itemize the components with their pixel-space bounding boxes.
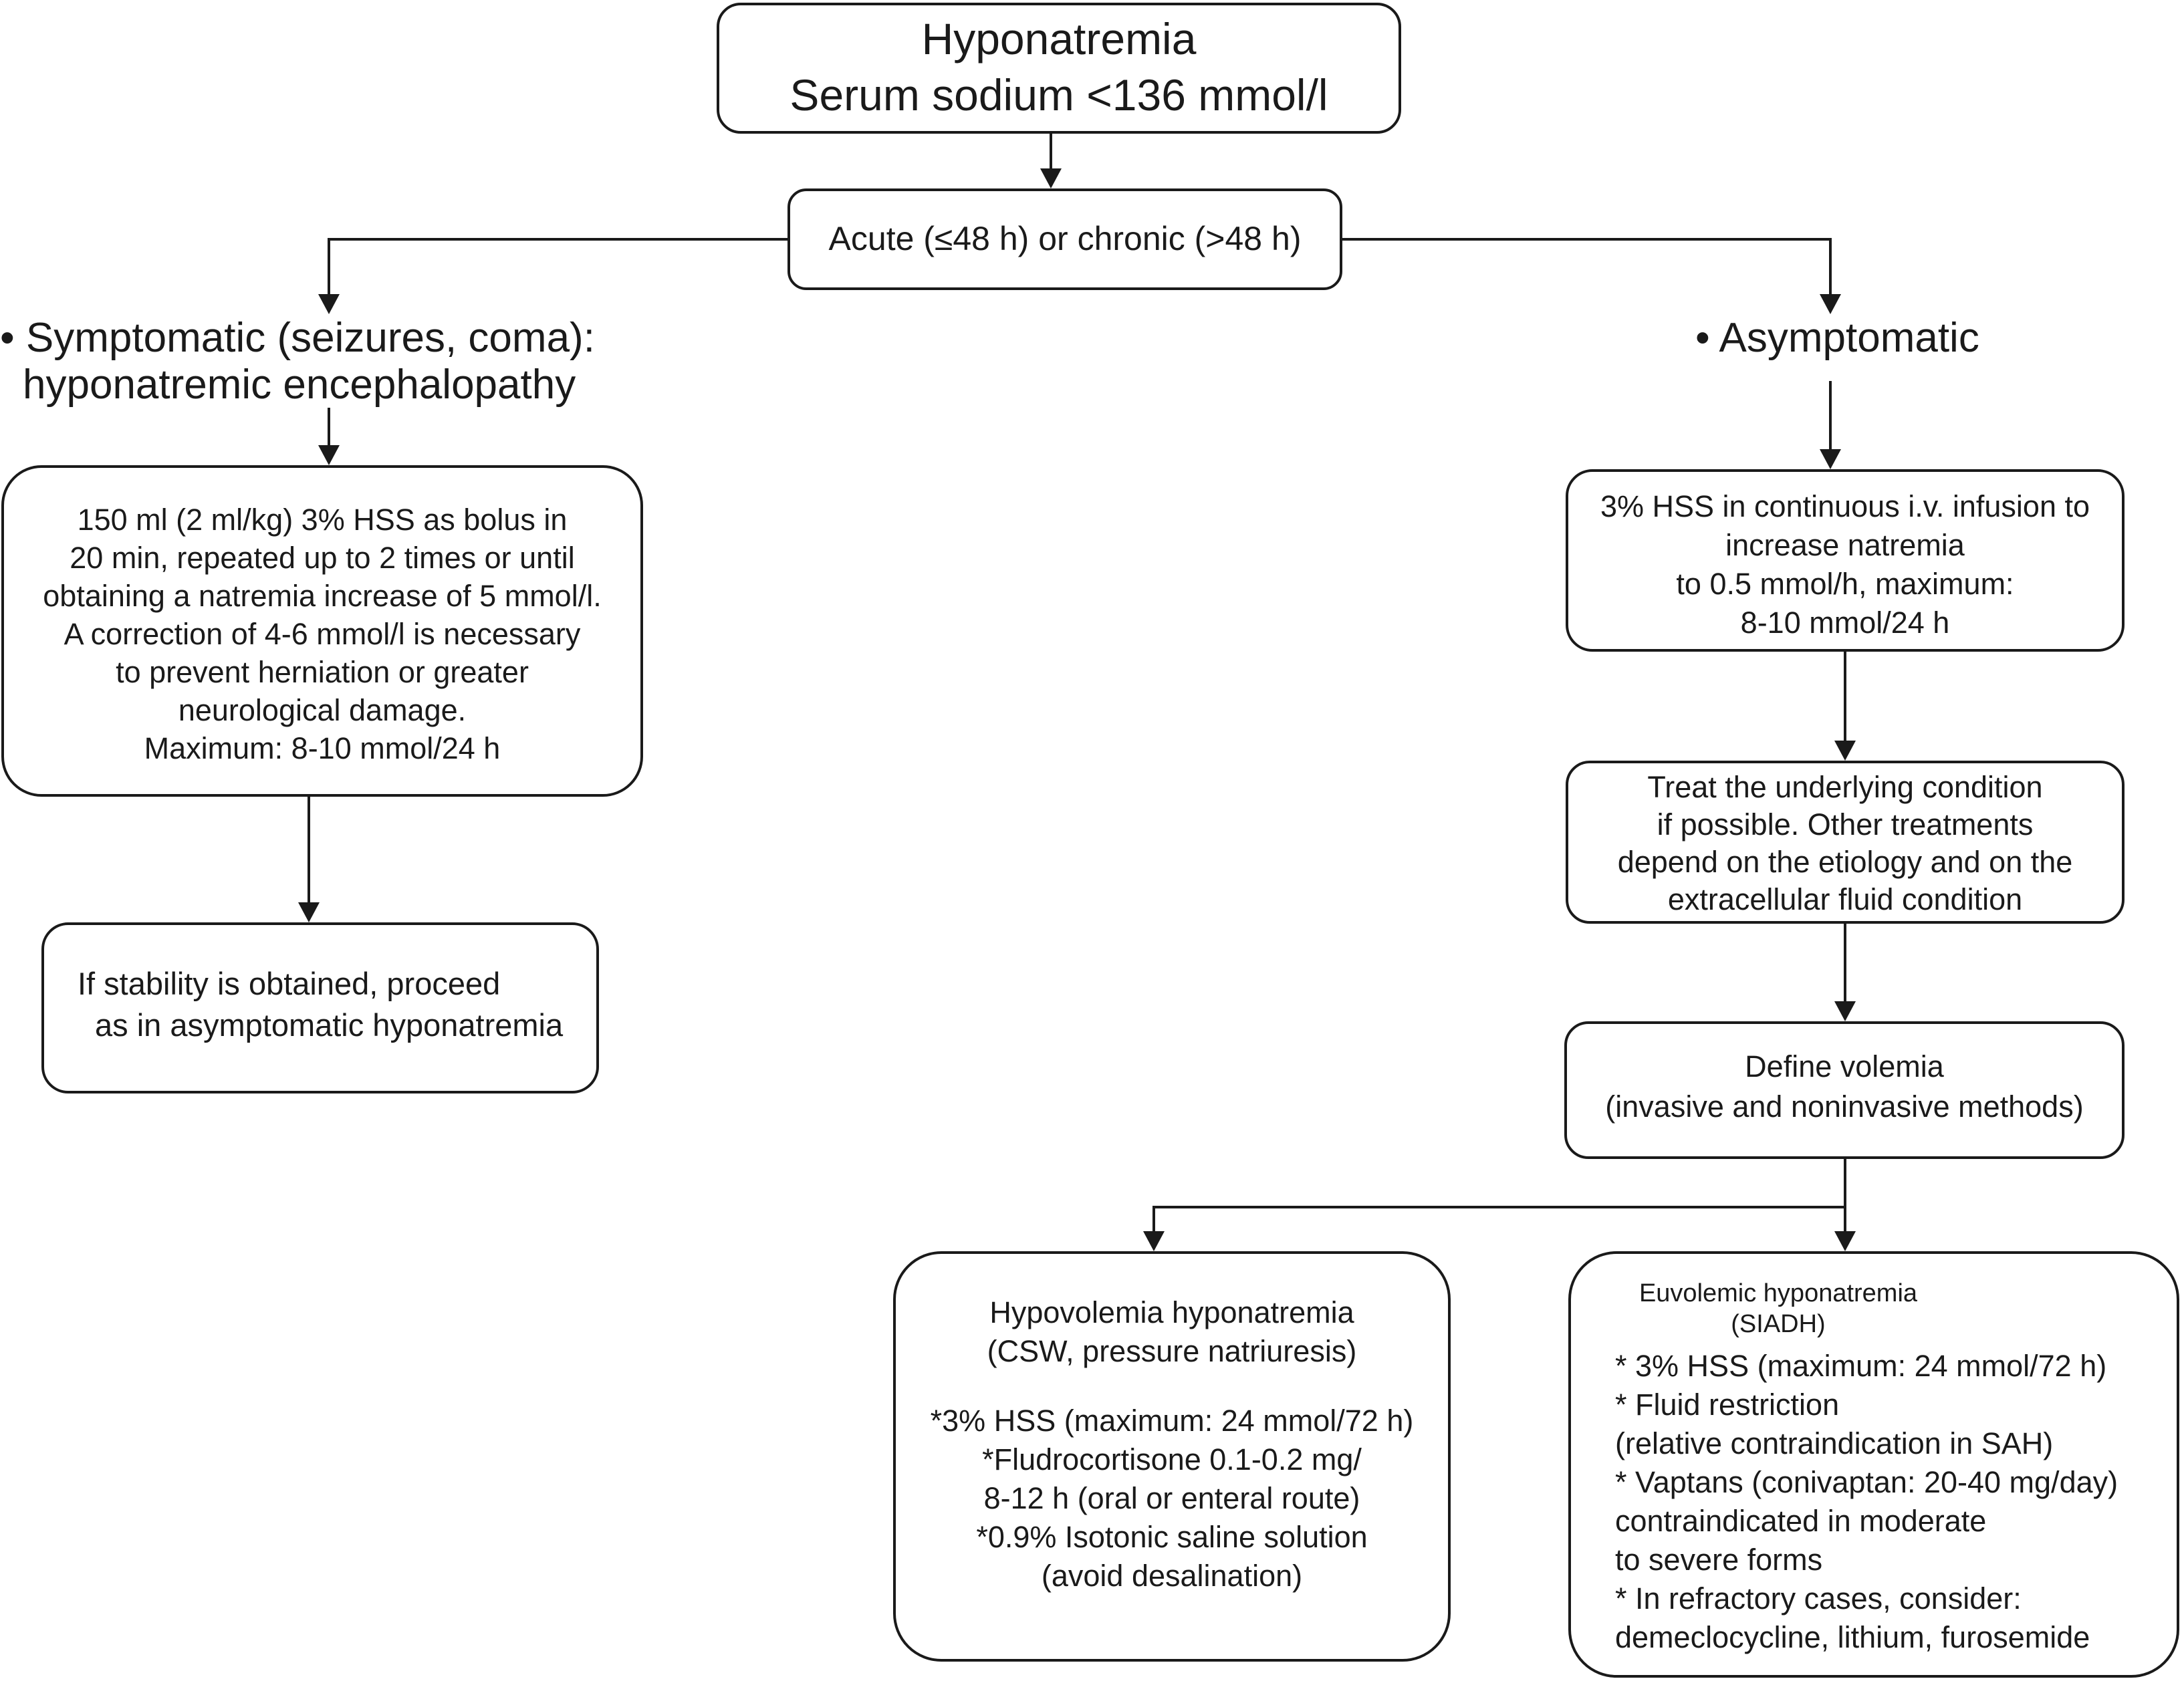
node-bolus-line-3: obtaining a natremia increase of 5 mmol/… bbox=[43, 579, 602, 613]
arrowhead-volemia bbox=[1834, 1001, 1856, 1021]
node-bolus-line-7: Maximum: 8-10 mmol/24 h bbox=[144, 731, 501, 765]
node-treat-line-3: depend on the etiology and on the bbox=[1617, 845, 2073, 879]
arrowhead-stability bbox=[298, 902, 320, 922]
arrowhead-symptomatic bbox=[318, 294, 340, 314]
node-treat-underlying: Treat the underlying condition if possib… bbox=[1566, 761, 2125, 924]
arrowhead-bolus bbox=[318, 445, 340, 465]
node-bolus-line-6: neurological damage. bbox=[178, 693, 467, 727]
node-hypovolemia-item-1: *3% HSS (maximum: 24 mmol/72 h) bbox=[930, 1404, 1414, 1438]
node-onset-line-1: Acute (≤48 h) or chronic (>48 h) bbox=[828, 220, 1302, 257]
arrowhead-euvolemic bbox=[1834, 1231, 1856, 1251]
node-volemia-line-1: Define volemia bbox=[1745, 1049, 1944, 1083]
connector-onset-to-asymptomatic bbox=[1342, 238, 1832, 294]
node-hypovolemia-item-5: (avoid desalination) bbox=[1041, 1559, 1303, 1593]
node-symptomatic-line-1: • Symptomatic (seizures, coma): bbox=[0, 315, 595, 361]
node-treat-line-2: if possible. Other treatments bbox=[1657, 807, 2034, 842]
node-hypovolemia-item-3: 8-12 h (oral or enteral route) bbox=[983, 1481, 1360, 1515]
node-stability-line-2: as in asymptomatic hyponatremia bbox=[95, 1007, 564, 1043]
node-hypovolemia-item-2: *Fludrocortisone 0.1-0.2 mg/ bbox=[982, 1442, 1362, 1476]
node-bolus-line-4: A correction of 4-6 mmol/l is necessary bbox=[64, 617, 581, 651]
node-hyponatremia: Hyponatremia Serum sodium <136 mmol/l bbox=[717, 3, 1401, 134]
node-euvolemic-item-2: * Fluid restriction bbox=[1615, 1388, 1840, 1422]
node-euvolemic-item-3: (relative contraindication in SAH) bbox=[1615, 1426, 2054, 1460]
node-define-volemia: Define volemia (invasive and noninvasive… bbox=[1564, 1021, 2125, 1159]
node-treat-line-1: Treat the underlying condition bbox=[1647, 770, 2043, 804]
node-euvolemic-item-8: demeclocycline, lithium, furosemide bbox=[1615, 1620, 2090, 1654]
node-infusion: 3% HSS in continuous i.v. infusion to in… bbox=[1566, 469, 2125, 652]
node-euvolemic-item-1: * 3% HSS (maximum: 24 mmol/72 h) bbox=[1615, 1349, 2107, 1383]
node-stability: If stability is obtained, proceed as in … bbox=[41, 922, 599, 1093]
node-infusion-line-1: 3% HSS in continuous i.v. infusion to bbox=[1600, 489, 2090, 523]
arrowhead-treat bbox=[1834, 741, 1856, 761]
node-symptomatic-line-2: hyponatremic encephalopathy bbox=[23, 362, 576, 408]
node-stability-line-1: If stability is obtained, proceed bbox=[78, 966, 501, 1001]
connector-volemia-to-hypovolemia bbox=[1152, 1159, 1846, 1231]
node-euvolemic-item-7: * In refractory cases, consider: bbox=[1615, 1581, 2022, 1615]
node-euvolemic: Euvolemic hyponatremia (SIADH) * 3% HSS … bbox=[1568, 1251, 2179, 1678]
node-hypovolemia-title-1: Hypovolemia hyponatremia bbox=[989, 1295, 1354, 1329]
node-bolus-line-5: to prevent herniation or greater bbox=[116, 655, 529, 689]
node-euvolemic-item-4: * Vaptans (conivaptan: 20-40 mg/day) bbox=[1615, 1465, 2118, 1499]
node-euvolemic-item-5: contraindicated in moderate bbox=[1615, 1504, 1987, 1538]
node-onset: Acute (≤48 h) or chronic (>48 h) bbox=[787, 188, 1342, 290]
node-volemia-line-2: (invasive and noninvasive methods) bbox=[1605, 1089, 2084, 1124]
node-hypovolemia-title-2: (CSW, pressure natriuresis) bbox=[987, 1334, 1357, 1368]
node-treat-line-4: extracellular fluid condition bbox=[1667, 882, 2023, 916]
node-euvolemic-title-2: (SIADH) bbox=[1731, 1310, 1826, 1338]
node-bolus-line-2: 20 min, repeated up to 2 times or until bbox=[70, 541, 575, 575]
node-hypovolemia-item-4: *0.9% Isotonic saline solution bbox=[976, 1520, 1368, 1554]
arrowhead-asymptomatic bbox=[1820, 294, 1841, 314]
node-asymptomatic: • Asymptomatic bbox=[1695, 314, 1979, 362]
node-hypovolemia: Hypovolemia hyponatremia (CSW, pressure … bbox=[893, 1251, 1451, 1662]
node-infusion-line-3: to 0.5 mmol/h, maximum: bbox=[1676, 567, 2014, 601]
node-hyponatremia-line-1: Hyponatremia bbox=[921, 14, 1197, 63]
node-hyponatremia-line-2: Serum sodium <136 mmol/l bbox=[790, 70, 1328, 120]
arrowhead-onset bbox=[1040, 168, 1062, 188]
node-bolus: 150 ml (2 ml/kg) 3% HSS as bolus in 20 m… bbox=[1, 465, 643, 797]
node-euvolemic-item-6: to severe forms bbox=[1615, 1543, 1823, 1577]
arrowhead-infusion bbox=[1820, 449, 1841, 469]
node-infusion-line-4: 8-10 mmol/24 h bbox=[1740, 606, 1950, 640]
arrowhead-hypovolemia bbox=[1143, 1231, 1165, 1251]
node-infusion-line-2: increase natremia bbox=[1725, 528, 1965, 562]
connector-onset-to-symptomatic bbox=[328, 238, 787, 294]
node-euvolemic-title-1: Euvolemic hyponatremia bbox=[1639, 1279, 1918, 1307]
node-bolus-line-1: 150 ml (2 ml/kg) 3% HSS as bolus in bbox=[77, 503, 568, 537]
node-asymptomatic-line-1: • Asymptomatic bbox=[1695, 315, 1979, 361]
